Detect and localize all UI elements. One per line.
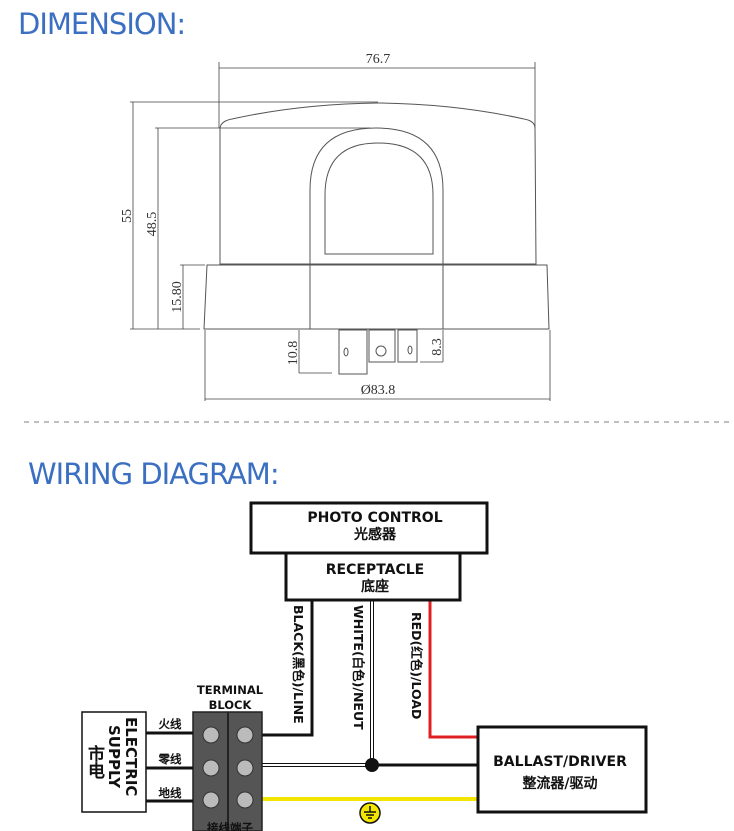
- dim-line-diameter: [204, 330, 551, 401]
- white-wire-label: WHITE(白色)/NEUT: [351, 605, 366, 730]
- pin-slot: [407, 345, 413, 355]
- pin-hole: [375, 345, 387, 357]
- dim-10-8-label: 10.8: [286, 341, 301, 366]
- pin-slot: [343, 347, 349, 357]
- pin-left: [338, 329, 368, 375]
- junction-dot: [365, 758, 379, 772]
- terminal-block-label-2: BLOCK: [209, 698, 253, 712]
- sensor-window-inner: [324, 142, 434, 255]
- dim-line-55: [130, 101, 378, 330]
- photo-control-box: [249, 501, 489, 555]
- terminal-block: [192, 711, 263, 831]
- ballast-label-zh: 整流器/驱动: [521, 775, 597, 792]
- dim-line-15-80: [180, 264, 205, 329]
- sensor-window-outer: [309, 127, 444, 329]
- electric-supply-box: [81, 711, 147, 813]
- terminal-screws: [202, 726, 254, 809]
- photo-control-label: PHOTO CONTROL: [307, 510, 442, 526]
- supply-label-en-2: SUPPLY: [105, 725, 123, 789]
- base-outline: [203, 264, 550, 330]
- black-wire-label: BLACK(黑色)/LINE: [291, 605, 306, 724]
- wiring-title: WIRING DIAGRAM:: [28, 457, 279, 491]
- dim-line-10-8: [298, 330, 332, 374]
- terminal-block-label-1: TERMINAL: [197, 683, 264, 697]
- wiring-diagram: PHOTO CONTROL 光感器 RECEPTACLE 底座 BLACK(黑色…: [81, 501, 648, 831]
- red-wire-label: RED(红色)/LOAD: [409, 612, 424, 719]
- supply-label-zh: 市电: [84, 744, 105, 779]
- supply-label-en-1: ELECTRIC: [122, 717, 140, 796]
- dim-width-label: 76.7: [366, 52, 391, 67]
- neutral-label: 零线: [158, 752, 182, 766]
- ground-icon: [359, 802, 381, 824]
- dim-diameter-label: Ø83.8: [361, 383, 396, 398]
- dimension-title: DIMENSION:: [18, 7, 185, 41]
- ballast-box: [476, 725, 648, 814]
- ballast-label: BALLAST/DRIVER: [493, 754, 627, 770]
- receptacle-box: [284, 551, 462, 602]
- dim-line-width: [218, 62, 536, 128]
- dim-line-48-5: [155, 127, 370, 329]
- ground-label: 地线: [159, 786, 182, 800]
- dim-15-80-label: 15.80: [170, 281, 185, 313]
- receptacle-label: RECEPTACLE: [326, 562, 425, 578]
- live-label: 火线: [159, 717, 182, 731]
- dim-8-3-label: 8.3: [430, 338, 445, 356]
- receptacle-label-zh: 底座: [361, 578, 389, 595]
- dimension-drawing: 76.7 55 48.5 15.80 10.8 8.3 Ø83.8: [120, 52, 551, 401]
- terminal-block-label-zh: 接线端子: [207, 821, 253, 831]
- dim-55-label: 55: [120, 209, 135, 223]
- dim-48-5-label: 48.5: [145, 212, 160, 237]
- photo-control-label-zh: 光感器: [353, 526, 397, 543]
- pin-right: [397, 329, 418, 363]
- dim-line-8-3: [420, 330, 444, 363]
- red-wire: [428, 600, 478, 739]
- black-wire: [262, 600, 314, 737]
